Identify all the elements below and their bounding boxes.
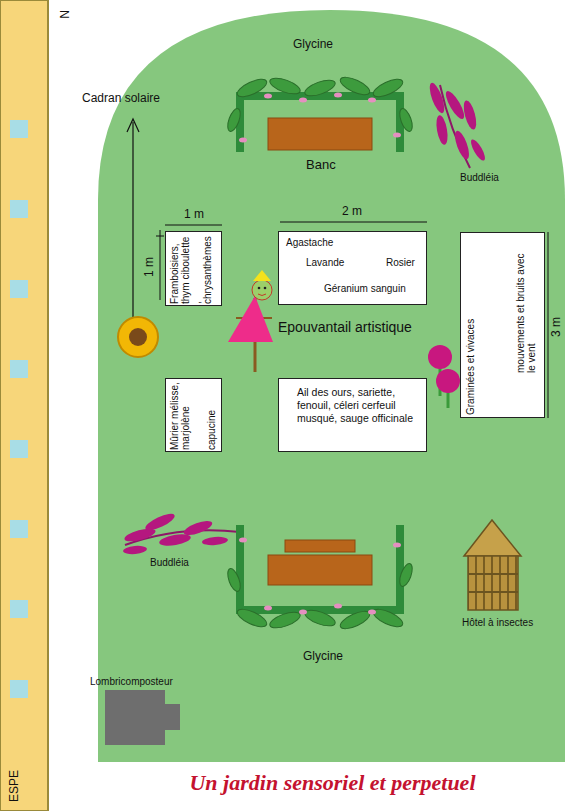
dimension-label: 1 m	[143, 257, 156, 277]
building-strip	[0, 0, 48, 811]
insect-hotel	[464, 520, 521, 610]
plant-list: mouvements et bruits avec le vent	[515, 243, 537, 373]
feature-label: Epouvantail artistique	[278, 320, 412, 335]
plant-list: Agastache	[286, 237, 333, 249]
plant-label: Buddléia	[460, 172, 499, 183]
buddleia-bottom	[123, 511, 240, 555]
plant-label: Glycine	[303, 650, 343, 663]
dimension-label: 2 m	[342, 205, 362, 218]
plant-list: Mûrier mélisse, marjolène	[169, 382, 191, 450]
plant-list: Ail des ours, sariette, fenouil, céleri …	[297, 386, 423, 425]
planting-bed: AgastacheLavande RosierGéranium sanguin	[278, 231, 427, 305]
plant-list: Graminées et vivaces	[465, 265, 476, 415]
dimension-label: 3 m	[550, 317, 563, 337]
worm-composter	[105, 690, 180, 745]
buddleia-top	[427, 81, 488, 168]
plant-list: Framboisiers, thym ciboulette , chrysant…	[169, 234, 213, 304]
plant-label: Glycine	[293, 38, 333, 51]
building-label: ESPE	[8, 770, 21, 802]
plant-list: Géranium sanguin	[324, 283, 406, 295]
sundial	[118, 119, 158, 357]
garden-ground	[98, 10, 565, 762]
planting-bed: Framboisiers, thym ciboulette , chrysant…	[165, 231, 222, 306]
bottom-pergola	[225, 525, 415, 632]
plant-list: capucine	[206, 382, 217, 450]
north-mark: N	[57, 10, 70, 19]
feature-label: Hôtel à insectes	[462, 617, 533, 628]
planting-bed: Mûrier mélisse, marjolène capucine	[165, 378, 222, 452]
windows	[10, 120, 28, 698]
garden-caption: Un jardin sensoriel et perpetuel	[0, 770, 565, 796]
plant-list: Lavande	[306, 257, 344, 269]
scarecrow	[228, 270, 273, 372]
bench-label: Banc	[306, 158, 336, 172]
feature-label: Lombricomposteur	[90, 676, 173, 687]
planting-bed: Ail des ours, sariette, fenouil, céleri …	[278, 378, 427, 452]
plant-label: Buddléia	[150, 557, 189, 568]
dimension-label: 1 m	[184, 208, 204, 221]
top-pergola	[225, 74, 415, 152]
planting-bed: mouvements et bruits avec le vent Graminé…	[460, 232, 545, 418]
feature-label: Cadran solaire	[82, 92, 160, 105]
plant-list: Rosier	[386, 257, 415, 269]
